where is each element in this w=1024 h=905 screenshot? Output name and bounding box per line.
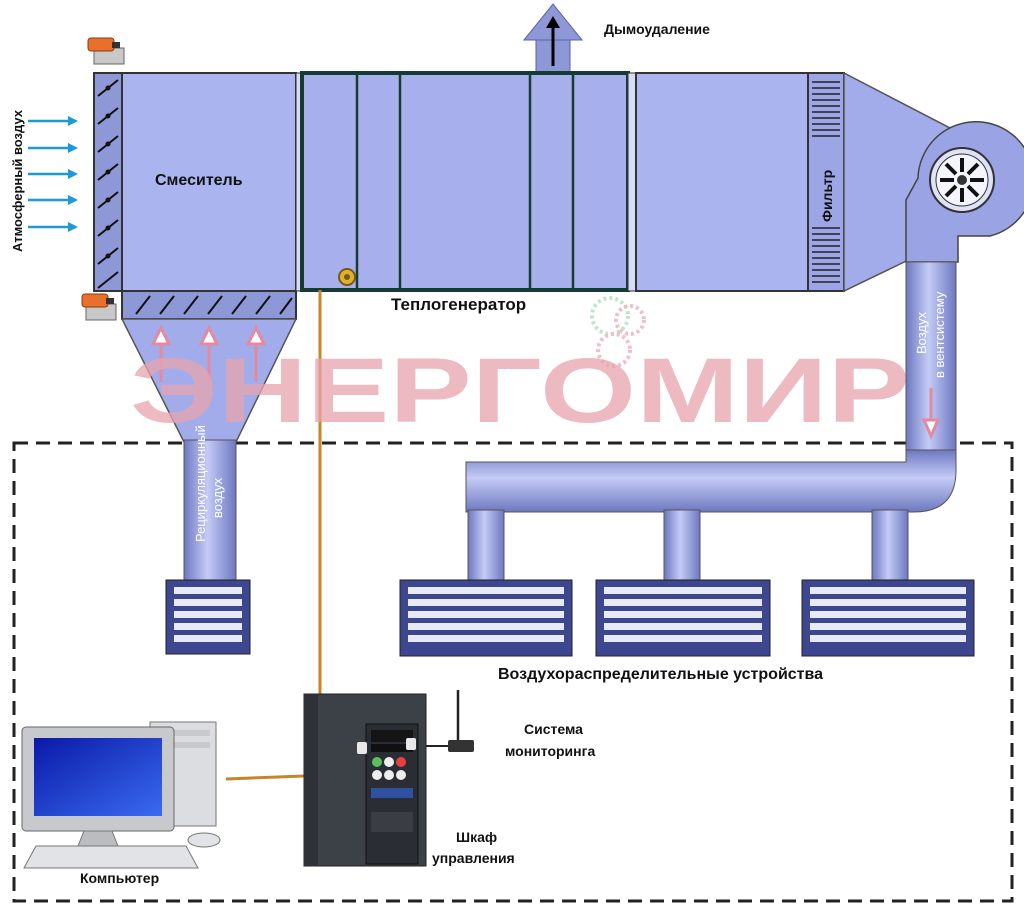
cabinet-label-1: Шкаф xyxy=(456,829,497,845)
atmospheric-air-arrows xyxy=(28,116,78,232)
supply-arrow xyxy=(921,388,941,440)
air-to-vent-label-1: Воздух xyxy=(914,311,929,354)
control-cabinet-icon xyxy=(303,693,427,867)
smoke-exhaust xyxy=(522,3,584,75)
recirculation-duct xyxy=(183,439,237,585)
air-grille-icon xyxy=(399,579,573,657)
damper-actuator-icon xyxy=(81,293,117,321)
fan-icon xyxy=(905,120,1024,263)
antenna-icon xyxy=(426,690,474,752)
valve-icon xyxy=(338,268,356,286)
heat-generator-label: Теплогенератор xyxy=(391,295,526,314)
air-grille-icon xyxy=(165,579,251,655)
recirculation-damper xyxy=(121,290,297,320)
watermark-text: ЭНЕРГОМИР xyxy=(130,340,910,442)
distribution-duct xyxy=(465,449,957,513)
air-grille-icon xyxy=(595,579,771,657)
distributors-label: Воздухораспределительные устройства xyxy=(498,666,823,683)
cabinet-label-2: управления xyxy=(432,850,515,866)
damper-actuator-icon xyxy=(87,37,125,65)
recirc-label-1: Рециркуляционный xyxy=(193,425,208,542)
recirculation-arrows xyxy=(150,324,267,382)
supply-riser-duct xyxy=(905,261,957,473)
outlet-section xyxy=(635,72,809,292)
smoke-label: Дымоудаление xyxy=(604,21,710,37)
computer-icon xyxy=(21,721,221,869)
computer-cable xyxy=(225,774,305,781)
heat-generator xyxy=(295,71,637,292)
branch-duct-2 xyxy=(663,509,701,585)
watermark-logo xyxy=(590,296,646,368)
filter xyxy=(807,72,845,292)
filter-label: Фильтр xyxy=(819,170,835,222)
atmospheric-air-label: Атмосферный воздух xyxy=(10,109,25,252)
monitoring-label-2: мониторинга xyxy=(505,743,595,759)
air-to-vent-label-2: в вентсистему xyxy=(932,291,947,378)
branch-duct-1 xyxy=(467,509,505,585)
inlet-damper xyxy=(93,72,123,292)
branch-duct-3 xyxy=(871,509,909,585)
computer-label: Компьютер xyxy=(80,870,159,886)
air-grille-icon xyxy=(801,579,975,657)
recirc-label-2: воздух xyxy=(210,477,225,518)
monitoring-label-1: Система xyxy=(524,721,583,737)
mixer-label: Смеситель xyxy=(155,172,243,189)
